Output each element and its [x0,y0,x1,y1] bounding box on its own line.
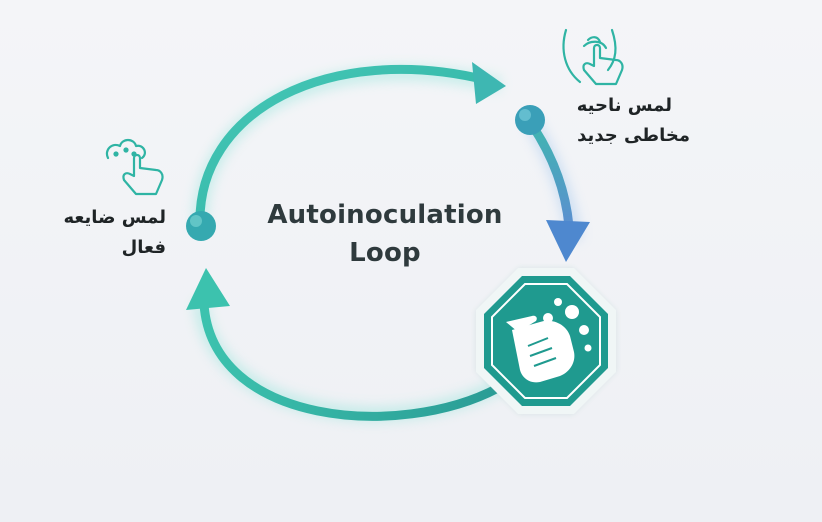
finger-touch-body-icon [562,28,624,86]
arc-right [525,117,574,231]
node-active-lesion [186,211,216,241]
arc-top [195,64,491,231]
label-new-mucosa-line2: مخاطی جدید [577,125,690,146]
loop-title-line1: Autoinoculation [267,200,503,230]
node-new-mucosa [515,105,545,135]
arrowhead-bottom [186,268,230,310]
label-new-mucosa-line1: لمس ناحیه [576,95,672,116]
finger-touch-lesion-icon [105,138,164,196]
arrowhead-right [546,220,590,262]
arrowhead-top [472,62,506,104]
arc-bottom [199,299,503,421]
hand-washing-stop-sign-icon [476,268,616,414]
loop-title-line2: Loop [349,238,421,268]
label-active-lesion-line2: فعال [121,237,166,258]
label-active-lesion-line1: لمس ضایعه [63,207,166,228]
